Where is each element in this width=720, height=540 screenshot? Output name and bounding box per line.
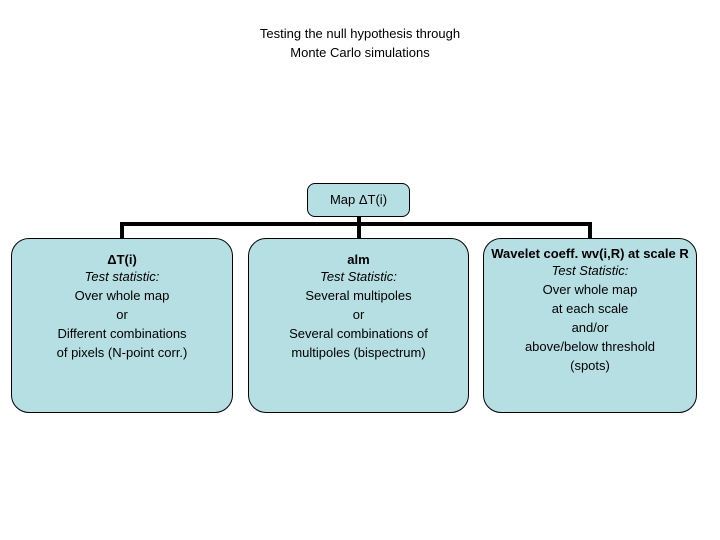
page-title: Testing the null hypothesis through Mont… xyxy=(0,24,720,62)
node-branch-3-line-5: (spots) xyxy=(570,358,610,373)
node-branch-3-header: Wavelet coeff. wv(i,R) at scale R xyxy=(491,246,689,261)
node-branch-2-line-4: multipoles (bispectrum) xyxy=(291,345,426,360)
node-branch-1-line-4: of pixels (N-point corr.) xyxy=(56,345,188,360)
node-branch-1-line-3: Different combinations xyxy=(57,326,187,341)
node-branch-3-line-2: at each scale xyxy=(551,301,629,316)
node-root-label: Map ΔT(i) xyxy=(329,192,388,207)
node-branch-2-line-1: Several multipoles xyxy=(305,288,412,303)
connector-drop-branch-2 xyxy=(357,222,361,239)
node-branch-delta-t[interactable]: ΔT(i) Test statistic: Over whole map or … xyxy=(11,238,233,413)
node-branch-wavelet[interactable]: Wavelet coeff. wv(i,R) at scale R Test S… xyxy=(483,238,697,413)
connector-drop-branch-3 xyxy=(588,222,592,239)
connector-root-stem xyxy=(357,214,361,226)
node-branch-2-header: alm xyxy=(347,252,370,267)
page-title-line-2: Monte Carlo simulations xyxy=(290,45,430,60)
node-branch-3-subtitle: Test Statistic: xyxy=(551,263,629,278)
node-branch-2-subtitle: Test Statistic: xyxy=(320,269,397,284)
node-branch-2-line-2: or xyxy=(352,307,365,322)
node-branch-1-line-2: or xyxy=(116,307,128,322)
node-branch-alm[interactable]: alm Test Statistic: Several multipoles o… xyxy=(248,238,469,413)
node-branch-2-line-3: Several combinations of xyxy=(289,326,428,341)
connector-horizontal-bar xyxy=(120,222,592,226)
node-branch-3-line-3: and/or xyxy=(571,320,609,335)
node-branch-1-header: ΔT(i) xyxy=(107,252,137,267)
node-branch-1-subtitle: Test statistic: xyxy=(84,269,160,284)
node-root-map[interactable]: Map ΔT(i) xyxy=(307,183,410,217)
node-branch-1-line-1: Over whole map xyxy=(74,288,170,303)
node-branch-3-line-4: above/below threshold xyxy=(524,339,656,354)
page-title-line-1: Testing the null hypothesis through xyxy=(259,26,461,41)
connector-drop-branch-1 xyxy=(120,222,124,239)
node-branch-3-line-1: Over whole map xyxy=(542,282,638,297)
